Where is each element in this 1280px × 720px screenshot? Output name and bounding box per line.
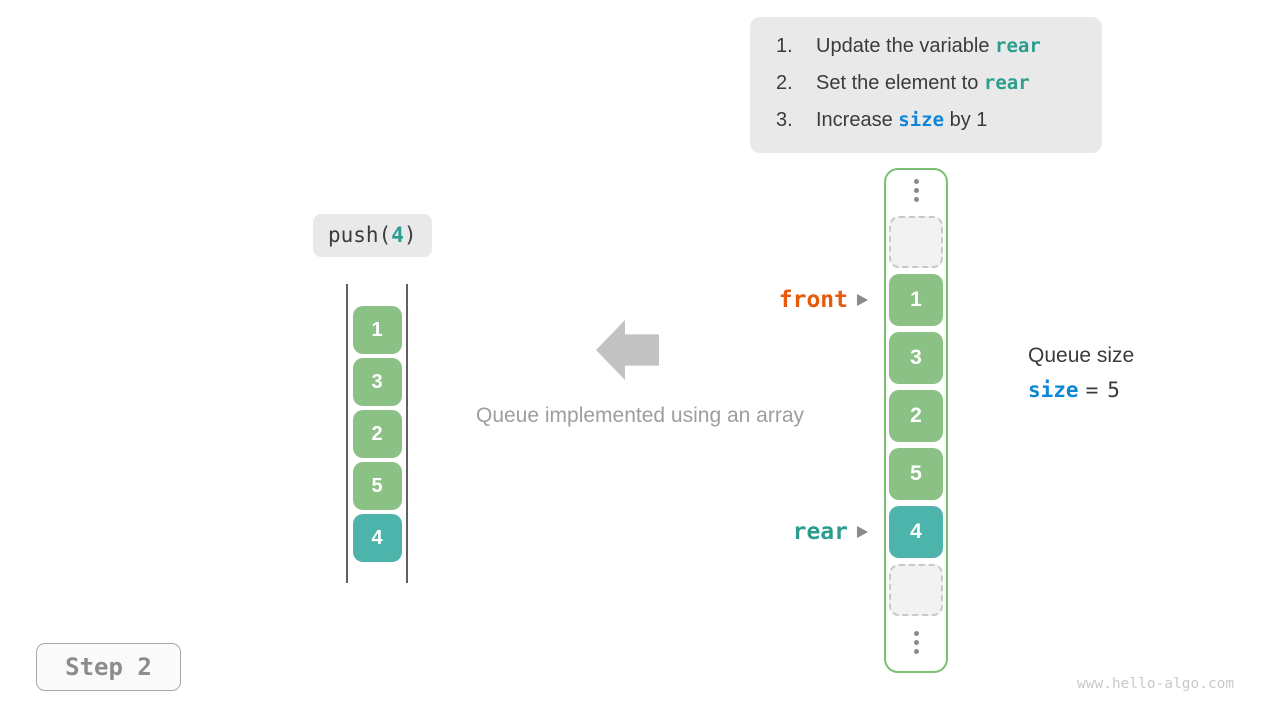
array-cell: 1 [352,306,402,354]
instruction-prefix: Increase [816,109,899,131]
instruction-code-token: size [898,109,945,131]
instruction-number: 2. [776,72,793,94]
left-block-arrow-icon [596,320,659,380]
cell-value: 2 [910,404,922,427]
array-cell: 5 [889,448,943,500]
equals-sign: = [1085,378,1099,402]
linear-queue-array: 1 3 2 5 4 [346,284,408,583]
instruction-panel: 1. Update the variable rear 2. Set the e… [750,17,1102,153]
instruction-code-token: rear [995,35,1041,57]
array-cell [889,622,943,662]
cell-value: 4 [910,520,922,543]
instruction-prefix: Set the element to [816,72,984,94]
operation-argument: 4 [391,223,404,247]
instruction-number: 3. [776,109,793,131]
operation-suffix: ) [403,223,417,247]
cell-value: 3 [371,370,383,393]
instruction-text: Set the element to rear [816,72,1030,95]
instruction-text: Increase size by 1 [816,109,987,132]
cell-value: 1 [371,318,383,341]
pointer-arrow-icon [857,294,868,306]
instruction-text: Update the variable rear [816,35,1041,58]
operation-prefix: push( [328,223,392,247]
step-badge: Step 2 [36,643,181,691]
diagram-caption: Queue implemented using an array [475,404,805,427]
instruction-code-token: rear [983,72,1030,94]
instruction-item: 2. Set the element to rear [776,65,1088,102]
pointer-arrow-icon [857,526,868,538]
size-value: 5 [1107,378,1120,402]
step-label: Step 2 [65,653,152,681]
cell-value: 5 [910,462,922,485]
front-pointer-label: front [778,287,848,313]
operation-label: push(4) [313,214,432,257]
cell-value: 4 [371,526,383,549]
watermark: www.hello-algo.com [1077,676,1235,692]
array-cell: 4 [889,506,943,558]
cell-value: 1 [910,288,922,311]
array-cell: 3 [889,332,943,384]
array-cell: 1 [889,274,943,326]
instruction-item: 3. Increase size by 1 [776,102,1088,139]
instruction-suffix: by 1 [944,109,988,131]
circular-queue-array: 1 3 2 5 4 [884,168,948,673]
cell-value: 2 [371,422,383,445]
cell-value: 3 [910,346,922,369]
queue-size-expression: size= 5 [1028,378,1134,402]
vertical-ellipsis-icon [913,178,919,202]
array-cell: 2 [889,390,943,442]
rear-pointer-label: rear [792,519,848,545]
front-pointer: front [779,285,868,315]
array-cell: 4 [352,514,402,562]
array-cell: 5 [352,462,402,510]
instruction-item: 1. Update the variable rear [776,28,1088,65]
instruction-number: 1. [776,35,793,57]
instruction-prefix: Update the variable [816,35,996,57]
size-variable: size [1028,378,1079,402]
array-cell: 2 [352,410,402,458]
queue-size-title: Queue size [1028,344,1135,367]
cell-value: 5 [371,474,383,497]
array-cell [889,564,943,616]
queue-size-panel: Queue size size= 5 [1028,344,1134,402]
vertical-ellipsis-icon [913,630,919,654]
array-cell [889,216,943,268]
array-cell: 3 [352,358,402,406]
rear-pointer: rear [793,517,868,547]
array-cell [889,170,943,210]
